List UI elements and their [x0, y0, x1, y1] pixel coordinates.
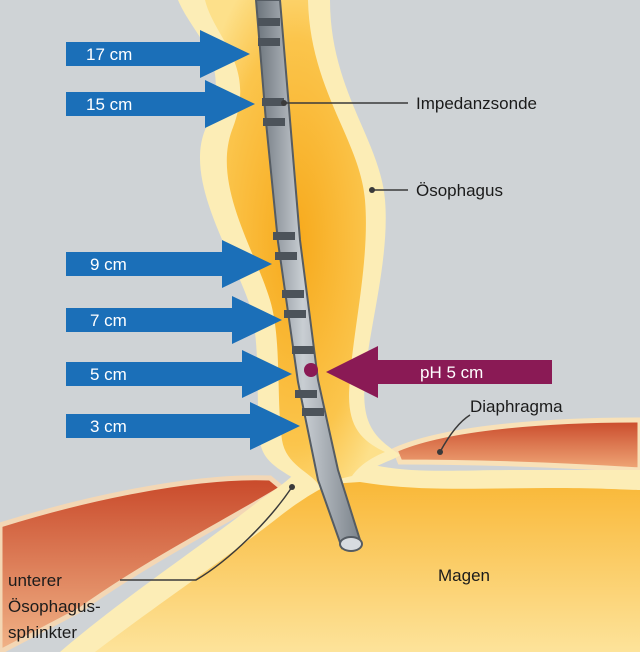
arrow-label: 5 cm	[90, 365, 127, 384]
arrow-3cm: 3 cm	[66, 402, 300, 450]
esophagus-leader-dot	[369, 187, 375, 193]
probe-electrodes	[258, 18, 324, 416]
stomach-lumen	[95, 482, 640, 652]
impedance-probe	[254, 0, 363, 552]
probe-label: Impedanzsonde	[416, 94, 537, 113]
measurement-arrows: 17 cm 15 cm 9 cm 7 cm 5 cm 3 cm	[66, 30, 300, 450]
ph-arrow-label: pH 5 cm	[420, 363, 483, 382]
sphincter-label-line2: Ösophagus-	[8, 597, 101, 616]
sphincter-leader-dot	[289, 484, 295, 490]
diaphragm-leader-dot	[437, 449, 443, 455]
stomach-label: Magen	[438, 566, 490, 585]
probe-leader-dot	[281, 100, 287, 106]
arrow-17cm: 17 cm	[66, 30, 250, 78]
arrow-label: 15 cm	[86, 95, 132, 114]
arrow-7cm: 7 cm	[66, 296, 282, 344]
sphincter-label-line3: sphinkter	[8, 623, 77, 642]
arrow-label: 7 cm	[90, 311, 127, 330]
esophagus-label: Ösophagus	[416, 181, 503, 200]
arrow-label: 17 cm	[86, 45, 132, 64]
diaphragm-label: Diaphragma	[470, 397, 563, 416]
arrow-15cm: 15 cm	[66, 80, 255, 128]
probe-tip	[339, 536, 363, 552]
arrow-9cm: 9 cm	[66, 240, 272, 288]
sphincter-label-line1: unterer	[8, 571, 62, 590]
leader-lines	[120, 102, 471, 581]
ph-sensor	[304, 363, 318, 377]
diaphragm-right	[391, 417, 640, 473]
arrow-label: 3 cm	[90, 417, 127, 436]
arrow-5cm: 5 cm	[66, 350, 292, 398]
arrow-label: 9 cm	[90, 255, 127, 274]
ph-arrow: pH 5 cm	[326, 346, 552, 398]
